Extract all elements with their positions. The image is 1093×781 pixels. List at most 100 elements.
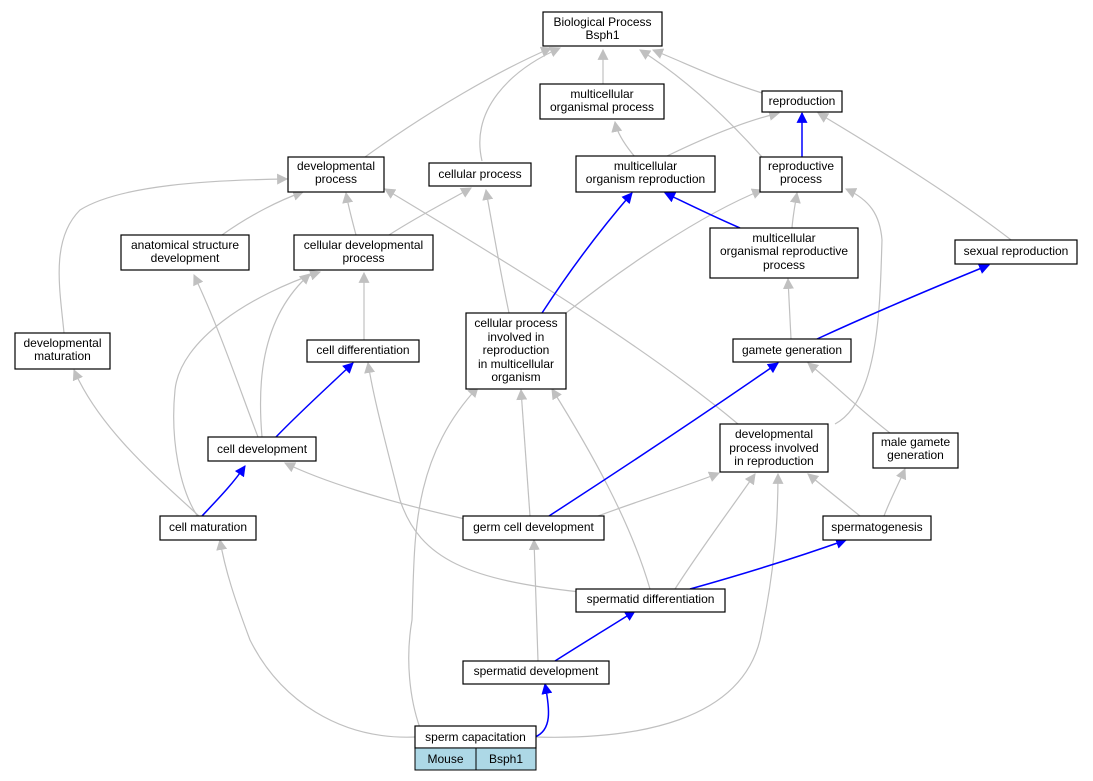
edge-is-a — [807, 473, 861, 517]
node-cell-maturation[interactable]: cell maturation — [159, 515, 257, 541]
edge-is-a — [651, 48, 763, 94]
node-label-line: developmental — [297, 159, 375, 173]
node-cellular-developmental-process[interactable]: cellular developmental process — [293, 234, 434, 271]
edges-layer — [58, 46, 1016, 738]
node-label-line: process involved — [729, 441, 818, 455]
node-developmental-process-involved-in-reproduction[interactable]: developmental process involved in reprod… — [719, 423, 829, 473]
organism-label: Mouse — [427, 752, 463, 766]
edge-is-a — [528, 538, 540, 662]
edge-is-a — [834, 188, 883, 425]
edge-is-a — [342, 191, 357, 236]
edge-is-a — [388, 187, 472, 236]
node-multicellular-organismal-process[interactable]: multicellular organismal process — [539, 83, 665, 120]
edge-part-of — [554, 610, 636, 662]
edge-is-a — [58, 173, 289, 334]
node-sperm-capacitation[interactable]: sperm capacitation — [414, 725, 537, 749]
node-label-line: gamete generation — [742, 343, 842, 357]
node-label-line: cell maturation — [169, 520, 247, 534]
node-label-line: process — [342, 251, 384, 265]
node-label-line: in reproduction — [734, 454, 813, 468]
edge-part-of — [275, 362, 354, 438]
edge-is-a — [534, 472, 784, 738]
edge-part-of — [689, 538, 848, 590]
node-label-line: reproduction — [769, 94, 836, 108]
edge-is-a — [479, 46, 562, 162]
edge-part-of — [534, 682, 553, 738]
edge-is-a — [284, 462, 466, 520]
node-label-line: reproductive — [768, 159, 834, 173]
node-label-line: in multicellular — [478, 357, 554, 371]
node-label-line: cell development — [217, 442, 308, 456]
edge-part-of — [664, 192, 741, 229]
node-label-line: developmental — [735, 427, 813, 441]
node-reproduction[interactable]: reproduction — [761, 90, 843, 113]
annotation-table: Mouse Bsph1 — [414, 747, 537, 771]
node-label-line: reproduction — [483, 343, 550, 357]
edge-is-a — [817, 112, 1016, 244]
node-developmental-maturation[interactable]: developmental maturation — [14, 332, 111, 370]
nodes-layer: Biological Process Bsph1 multicellular o… — [14, 11, 1078, 771]
edge-is-a — [516, 388, 531, 517]
node-label-line: multicellular — [570, 87, 633, 101]
gene-cell — [475, 747, 537, 771]
edge-is-a — [173, 269, 322, 518]
node-male-gamete-generation[interactable]: male gamete generation — [872, 432, 959, 469]
node-spermatogenesis[interactable]: spermatogenesis — [822, 515, 932, 541]
edge-part-of — [541, 192, 633, 314]
edge-is-a — [674, 473, 756, 590]
gene-label: Bsph1 — [489, 752, 523, 766]
edge-is-a — [789, 191, 801, 229]
edge-is-a — [883, 467, 907, 517]
node-spermatid-differentiation[interactable]: spermatid differentiation — [575, 588, 726, 613]
node-label-line: multicellular — [614, 159, 677, 173]
node-cell-development[interactable]: cell development — [207, 436, 317, 462]
node-label-line: germ cell development — [473, 520, 594, 534]
node-label-line: sperm capacitation — [425, 730, 526, 744]
edge-is-a — [782, 277, 794, 340]
node-label-line: male gamete — [881, 435, 951, 449]
edge-is-a — [364, 361, 581, 593]
edge-is-a — [807, 362, 891, 434]
node-label-line: cellular process — [438, 167, 521, 181]
node-developmental-process[interactable]: developmental process — [287, 156, 385, 193]
node-multicellular-organismal-reproductive-process[interactable]: multicellular organismal reproductive pr… — [709, 227, 859, 279]
node-label-line: organism reproduction — [586, 172, 705, 186]
node-biological-process[interactable]: Biological Process Bsph1 — [542, 11, 663, 47]
node-label-line: involved in — [488, 330, 545, 344]
node-spermatid-development[interactable]: spermatid development — [462, 660, 610, 685]
node-sexual-reproduction[interactable]: sexual reproduction — [954, 239, 1078, 265]
edge-is-a — [216, 538, 416, 738]
node-cellular-process-involved-in-reproduction[interactable]: cellular process involved in reproductio… — [465, 312, 567, 390]
node-label-line: development — [151, 251, 220, 265]
edge-is-a — [259, 273, 311, 438]
node-label-line: organismal reproductive — [720, 244, 848, 258]
node-label-line: Bsph1 — [585, 28, 619, 42]
node-label-line: organism — [491, 370, 540, 384]
edge-is-a — [193, 274, 259, 438]
node-germ-cell-development[interactable]: germ cell development — [462, 515, 605, 541]
edge-is-a — [639, 49, 763, 158]
node-reproductive-process[interactable]: reproductive process — [759, 156, 843, 193]
edge-is-a — [221, 190, 305, 236]
node-anatomical-structure-development[interactable]: anatomical structure development — [120, 234, 250, 271]
node-gamete-generation[interactable]: gamete generation — [732, 338, 852, 363]
node-label-line: anatomical structure — [131, 238, 239, 252]
node-cell-differentiation[interactable]: cell differentiation — [306, 339, 420, 363]
node-label-line: developmental — [23, 336, 101, 350]
node-label-line: process — [315, 172, 357, 186]
node-label-line: generation — [887, 448, 944, 462]
node-label-line: spermatid development — [474, 664, 599, 678]
node-label-line: spermatid differentiation — [587, 592, 715, 606]
node-label-line: multicellular — [752, 231, 815, 245]
edge-is-a — [589, 471, 721, 520]
edge-is-a — [408, 386, 479, 729]
node-cellular-process[interactable]: cellular process — [428, 162, 532, 187]
node-label-line: organismal process — [550, 100, 654, 114]
node-multicellular-organism-reproduction[interactable]: multicellular organism reproduction — [575, 155, 716, 193]
edge-is-a — [364, 46, 553, 158]
node-label-line: spermatogenesis — [831, 520, 922, 534]
edge-is-a — [664, 109, 781, 158]
node-label-line: cell differentiation — [316, 343, 409, 357]
node-label-line: process — [763, 258, 805, 272]
